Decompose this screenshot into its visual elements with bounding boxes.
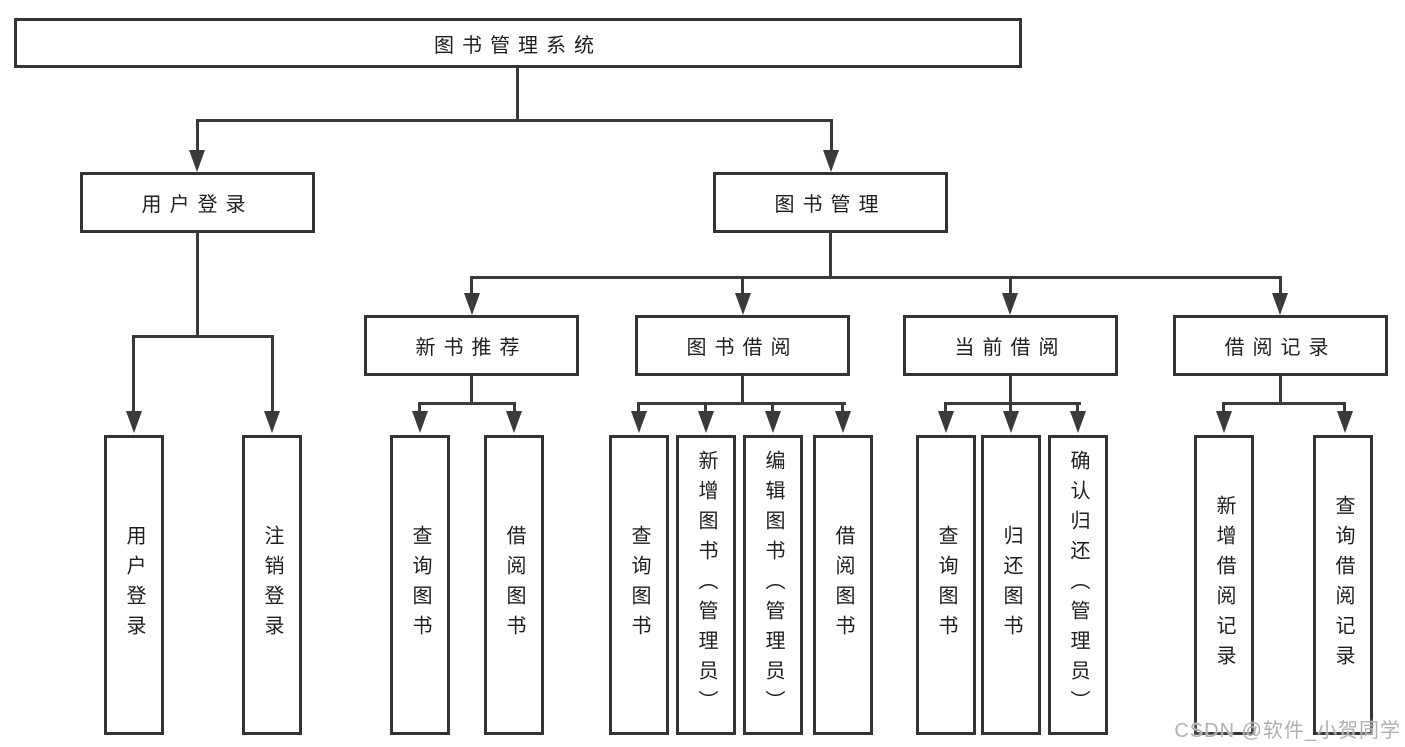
connector-line xyxy=(1009,402,1012,414)
arrow-down-icon xyxy=(1272,293,1288,315)
leaf-return-books: 归还图书 xyxy=(981,435,1041,735)
connector-line xyxy=(637,402,640,414)
leaf-label: 新增借阅记录 xyxy=(1213,495,1235,675)
connector-line xyxy=(516,68,519,122)
arrow-down-icon xyxy=(126,411,142,433)
arrow-down-icon xyxy=(1070,411,1086,433)
connector-line xyxy=(1343,402,1346,414)
connector-line xyxy=(741,276,744,295)
connector-line xyxy=(1076,402,1079,414)
arrow-down-icon xyxy=(938,411,954,433)
arrow-down-icon xyxy=(765,411,781,433)
node-current-borrow: 当前借阅 xyxy=(903,315,1118,376)
connector-line xyxy=(470,276,1282,279)
arrow-down-icon xyxy=(464,293,480,315)
leaf-query-borrow-record: 查询借阅记录 xyxy=(1313,435,1373,735)
connector-line xyxy=(944,402,947,414)
node-book-management: 图书管理 xyxy=(713,172,948,233)
leaf-label: 查询图书 xyxy=(409,525,431,645)
arrow-down-icon xyxy=(631,411,647,433)
arrow-down-icon xyxy=(506,411,522,433)
connector-line xyxy=(841,402,844,414)
leaf-label: 查询图书 xyxy=(935,525,957,645)
node-book-borrow: 图书借阅 xyxy=(635,315,850,376)
node-new-book-recommend: 新书推荐 xyxy=(364,315,579,376)
leaf-label: 查询图书 xyxy=(628,525,650,645)
csdn-watermark: CSDN @软件_小贺同学 xyxy=(1174,720,1401,742)
connector-line xyxy=(196,119,833,122)
connector-line xyxy=(196,119,199,152)
connector-line xyxy=(1279,276,1282,295)
arrow-down-icon xyxy=(1002,293,1018,315)
arrow-down-icon xyxy=(1216,411,1232,433)
leaf-label: 查询借阅记录 xyxy=(1332,495,1354,675)
arrow-down-icon xyxy=(264,411,280,433)
connector-line xyxy=(1222,402,1346,405)
leaf-borrow-books-recommend: 借阅图书 xyxy=(484,435,544,735)
leaf-add-books-admin: 新增图书（管理员） xyxy=(676,435,736,735)
leaf-query-books-current: 查询图书 xyxy=(916,435,976,735)
connector-line xyxy=(513,402,516,414)
connector-line xyxy=(132,335,135,413)
leaf-label: 编辑图书（管理员） xyxy=(762,450,784,720)
leaf-label: 归还图书 xyxy=(1000,525,1022,645)
leaf-label: 用户登录 xyxy=(123,525,145,645)
leaf-user-login: 用户登录 xyxy=(104,435,164,735)
arrow-down-icon xyxy=(735,293,751,315)
leaf-edit-books-admin: 编辑图书（管理员） xyxy=(743,435,803,735)
connector-line xyxy=(704,402,707,414)
connector-line xyxy=(944,402,1081,405)
connector-line xyxy=(470,276,473,295)
connector-line xyxy=(637,402,846,405)
connector-line xyxy=(418,402,516,405)
connector-line xyxy=(271,335,274,413)
connector-line xyxy=(470,375,473,405)
connector-line xyxy=(418,402,421,414)
node-user-login: 用户登录 xyxy=(80,172,315,233)
arrow-down-icon xyxy=(189,150,205,172)
connector-line xyxy=(830,119,833,152)
node-borrow-records: 借阅记录 xyxy=(1173,315,1388,376)
arrow-down-icon xyxy=(835,411,851,433)
connector-line xyxy=(1222,402,1225,414)
connector-line xyxy=(741,375,744,405)
leaf-logout: 注销登录 xyxy=(242,435,302,735)
leaf-label: 注销登录 xyxy=(261,525,283,645)
leaf-borrow-books: 借阅图书 xyxy=(813,435,873,735)
leaf-label: 借阅图书 xyxy=(832,525,854,645)
arrow-down-icon xyxy=(823,150,839,172)
arrow-down-icon xyxy=(1003,411,1019,433)
leaf-label: 新增图书（管理员） xyxy=(695,450,717,720)
arrow-down-icon xyxy=(698,411,714,433)
connector-line xyxy=(771,402,774,414)
leaf-query-books-borrow: 查询图书 xyxy=(609,435,669,735)
leaf-add-borrow-record: 新增借阅记录 xyxy=(1194,435,1254,735)
leaf-confirm-return-admin: 确认归还（管理员） xyxy=(1048,435,1108,735)
connector-line xyxy=(196,232,199,338)
arrow-down-icon xyxy=(1337,411,1353,433)
arrow-down-icon xyxy=(412,411,428,433)
connector-line xyxy=(132,335,274,338)
leaf-query-books-recommend: 查询图书 xyxy=(390,435,450,735)
leaf-label: 借阅图书 xyxy=(503,525,525,645)
connector-line xyxy=(829,232,832,279)
connector-line xyxy=(1279,375,1282,405)
leaf-label: 确认归还（管理员） xyxy=(1067,450,1089,720)
connector-line xyxy=(1009,276,1012,295)
node-root-library-system: 图书管理系统 xyxy=(14,18,1022,68)
connector-line xyxy=(1009,375,1012,405)
